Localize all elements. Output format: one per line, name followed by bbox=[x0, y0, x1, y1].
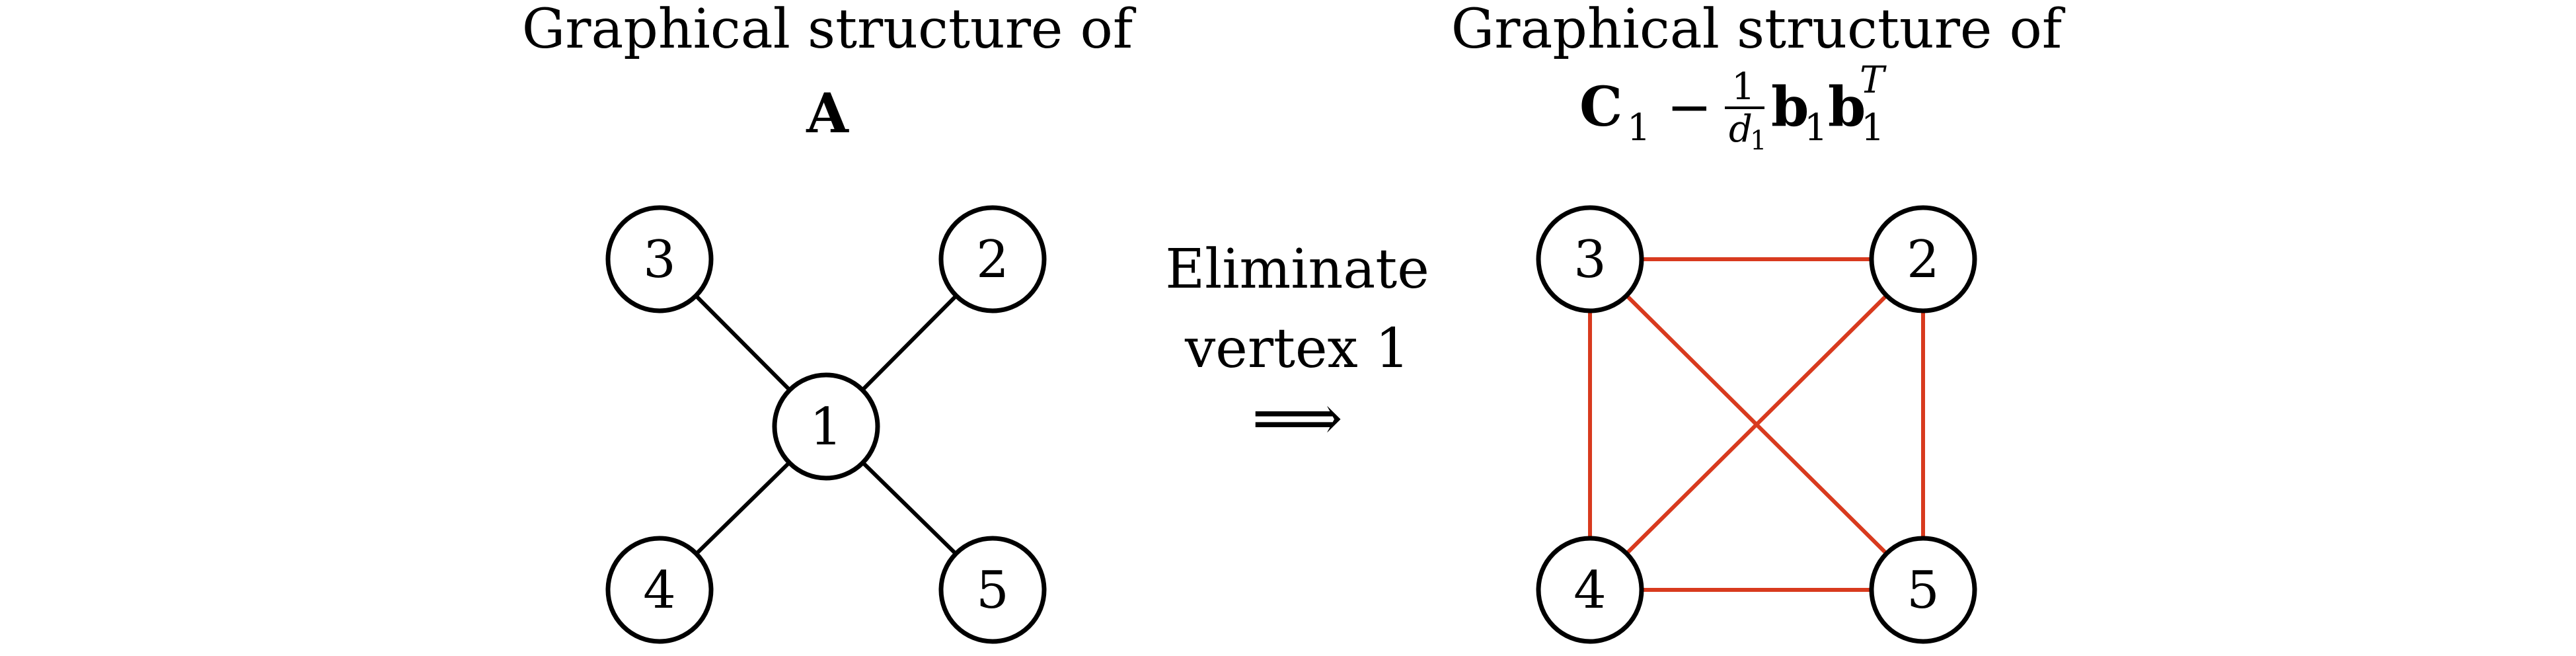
left-node-label: 2 bbox=[976, 230, 1009, 290]
right-node-5: 5 bbox=[1869, 536, 1977, 644]
formula-b2-sub: 1 bbox=[1861, 106, 1885, 149]
left-title-line1: Graphical structure of bbox=[522, 0, 1137, 61]
formula-b2-sup: T bbox=[1860, 59, 1887, 102]
right-graph-edges bbox=[1588, 257, 1925, 592]
formula-frac-num: 1 bbox=[1731, 65, 1755, 108]
left-node-label: 5 bbox=[976, 561, 1009, 620]
formula-frac-den: d bbox=[1729, 108, 1753, 151]
formula-minus: − bbox=[1667, 76, 1712, 139]
formula-c-sub: 1 bbox=[1627, 106, 1651, 149]
right-title-line1: Graphical structure of bbox=[1451, 0, 2066, 61]
right-node-2: 2 bbox=[1869, 205, 1977, 313]
right-node-label: 5 bbox=[1907, 561, 1940, 620]
left-node-circle bbox=[605, 536, 714, 644]
right-node-3: 3 bbox=[1536, 205, 1644, 313]
formula-frac-den-sub: 1 bbox=[1750, 126, 1766, 156]
right-graph-nodes: 3 2 4 5 bbox=[1536, 205, 1977, 644]
left-edge-1-5 bbox=[861, 461, 958, 555]
left-node-1: 1 bbox=[772, 372, 880, 481]
right-node-label: 4 bbox=[1573, 561, 1607, 620]
right-node-circle bbox=[1869, 536, 1977, 644]
right-node-label: 2 bbox=[1907, 230, 1940, 290]
left-node-4: 4 bbox=[605, 536, 714, 644]
formula-b1-sub: 1 bbox=[1804, 106, 1828, 149]
formula-b1: b bbox=[1771, 75, 1809, 139]
left-node-2: 2 bbox=[938, 205, 1047, 313]
left-node-label: 3 bbox=[643, 230, 676, 290]
left-node-label: 1 bbox=[810, 397, 843, 457]
left-node-circle bbox=[772, 372, 880, 481]
left-graph-edges bbox=[694, 294, 958, 555]
implies-arrow-icon: ⟹ bbox=[1252, 381, 1343, 455]
left-edge-1-2 bbox=[860, 294, 958, 391]
right-edge-2-4 bbox=[1625, 294, 1888, 555]
left-title-matrix-a: A bbox=[806, 82, 849, 145]
formula-c: C bbox=[1579, 75, 1622, 139]
right-node-circle bbox=[1536, 536, 1644, 644]
right-node-circle bbox=[1536, 205, 1644, 313]
formula-b2: b bbox=[1828, 75, 1866, 139]
right-node-4: 4 bbox=[1536, 536, 1644, 644]
left-node-circle bbox=[605, 205, 714, 313]
left-node-3: 3 bbox=[605, 205, 714, 313]
left-node-5: 5 bbox=[938, 536, 1047, 644]
left-edge-1-3 bbox=[694, 294, 792, 391]
left-edge-1-4 bbox=[695, 461, 791, 555]
arrow-label-line1: Eliminate bbox=[1165, 238, 1429, 301]
left-graph-nodes: 3 2 1 4 5 bbox=[605, 205, 1047, 644]
left-node-circle bbox=[938, 205, 1047, 313]
right-node-label: 3 bbox=[1573, 230, 1607, 290]
arrow-label-line2: vertex 1 bbox=[1184, 317, 1410, 380]
right-node-circle bbox=[1869, 205, 1977, 313]
left-node-circle bbox=[938, 536, 1047, 644]
left-node-label: 4 bbox=[643, 561, 676, 620]
right-title-formula: C 1 − 1 d 1 b 1 b 1 T bbox=[1579, 59, 1887, 156]
